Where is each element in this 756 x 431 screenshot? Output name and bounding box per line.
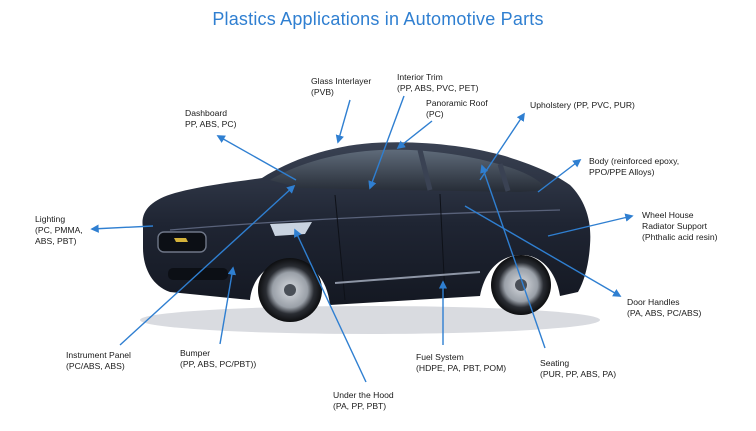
arrow-dashboard	[216, 135, 297, 181]
lighting-name: Lighting	[35, 214, 66, 224]
arrow-body	[537, 158, 582, 193]
fuel-system-name: Fuel System	[416, 352, 464, 362]
panoramic-roof-name: Panoramic Roof	[426, 98, 488, 108]
label-lighting: Lighting (PC, PMMA, ABS, PBT)	[35, 214, 83, 247]
label-wheel-house: Wheel House Radiator Support (Phthalic a…	[642, 210, 717, 243]
label-upholstery: Upholstery (PP, PVC, PUR)	[530, 100, 635, 111]
dashboard-name: Dashboard	[185, 108, 228, 118]
bumper-name: Bumper	[180, 348, 211, 358]
label-under-the-hood: Under the Hood (PA, PP, PBT)	[333, 390, 394, 412]
interior-trim-name: Interior Trim	[397, 72, 443, 82]
seating-name: Seating	[540, 358, 570, 368]
bumper-materials: (PP, ABS, PC/PBT))	[180, 359, 257, 369]
door-handles-materials: (PA, ABS, PC/ABS)	[627, 308, 702, 318]
car-illustration	[140, 142, 600, 334]
upholstery-name: Upholstery (PP, PVC, PUR)	[530, 100, 635, 110]
arrow-instrument-panel	[119, 184, 296, 346]
emblem	[174, 238, 188, 242]
window-pillar	[417, 149, 511, 192]
panoramic-roof-materials: (PC)	[426, 109, 444, 119]
arrow-glass-interlayer	[335, 99, 351, 144]
arrow-under-the-hood	[294, 228, 367, 383]
body-materials: PPO/PPE Alloys)	[589, 167, 655, 177]
arrow-seating	[480, 164, 546, 349]
under-the-hood-name: Under the Hood	[333, 390, 394, 400]
diagram-title: Plastics Applications in Automotive Part…	[212, 9, 544, 29]
glass-interlayer-name: Glass Interlayer	[311, 76, 372, 86]
label-interior-trim: Interior Trim (PP, ABS, PVC, PET)	[397, 72, 479, 94]
label-door-handles: Door Handles (PA, ABS, PC/ABS)	[627, 297, 701, 319]
lighting-materials-1: (PC, PMMA,	[35, 225, 83, 235]
instrument-panel-name: Instrument Panel	[66, 350, 131, 360]
rocker-chrome	[334, 271, 481, 284]
lighting-materials-2: ABS, PBT)	[35, 236, 77, 246]
body-name: Body (reinforced epoxy,	[589, 156, 680, 166]
instrument-panel-materials: (PC/ABS, ABS)	[66, 361, 125, 371]
label-dashboard: Dashboard PP, ABS, PC)	[185, 108, 236, 130]
label-glass-interlayer: Glass Interlayer (PVB)	[311, 76, 371, 98]
arrow-bumper	[219, 266, 237, 345]
arrow-lighting	[90, 224, 154, 233]
dashboard-materials: PP, ABS, PC)	[185, 119, 237, 129]
label-body: Body (reinforced epoxy, PPO/PPE Alloys)	[589, 156, 679, 178]
car-shadow	[140, 306, 600, 334]
seating-materials: (PUR, PP, ABS, PA)	[540, 369, 617, 379]
label-instrument-panel: Instrument Panel (PC/ABS, ABS)	[66, 350, 131, 372]
arrow-interior-trim	[368, 95, 405, 190]
arrow-wheel-house	[547, 213, 634, 237]
car-windows	[270, 149, 548, 192]
door-handles-name: Door Handles	[627, 297, 680, 307]
interior-trim-materials: (PP, ABS, PVC, PET)	[397, 83, 479, 93]
fuel-system-materials: (HDPE, PA, PBT, POM)	[416, 363, 507, 373]
under-the-hood-materials: (PA, PP, PBT)	[333, 401, 387, 411]
label-bumper: Bumper (PP, ABS, PC/PBT))	[180, 348, 256, 370]
arrow-panoramic-roof	[396, 120, 433, 150]
callout-arrows	[90, 95, 634, 383]
wheel-house-materials: (Phthalic acid resin)	[642, 232, 718, 242]
label-panoramic-roof: Panoramic Roof (PC)	[426, 98, 488, 120]
wheel-house-name: Wheel House	[642, 210, 694, 220]
label-fuel-system: Fuel System (HDPE, PA, PBT, POM)	[416, 352, 506, 374]
front-hub	[284, 284, 296, 296]
glass-interlayer-materials: (PVB)	[311, 87, 334, 97]
wheel-house-subname: Radiator Support	[642, 221, 707, 231]
arrow-door-handles	[464, 205, 622, 297]
label-seating: Seating (PUR, PP, ABS, PA)	[540, 358, 616, 380]
